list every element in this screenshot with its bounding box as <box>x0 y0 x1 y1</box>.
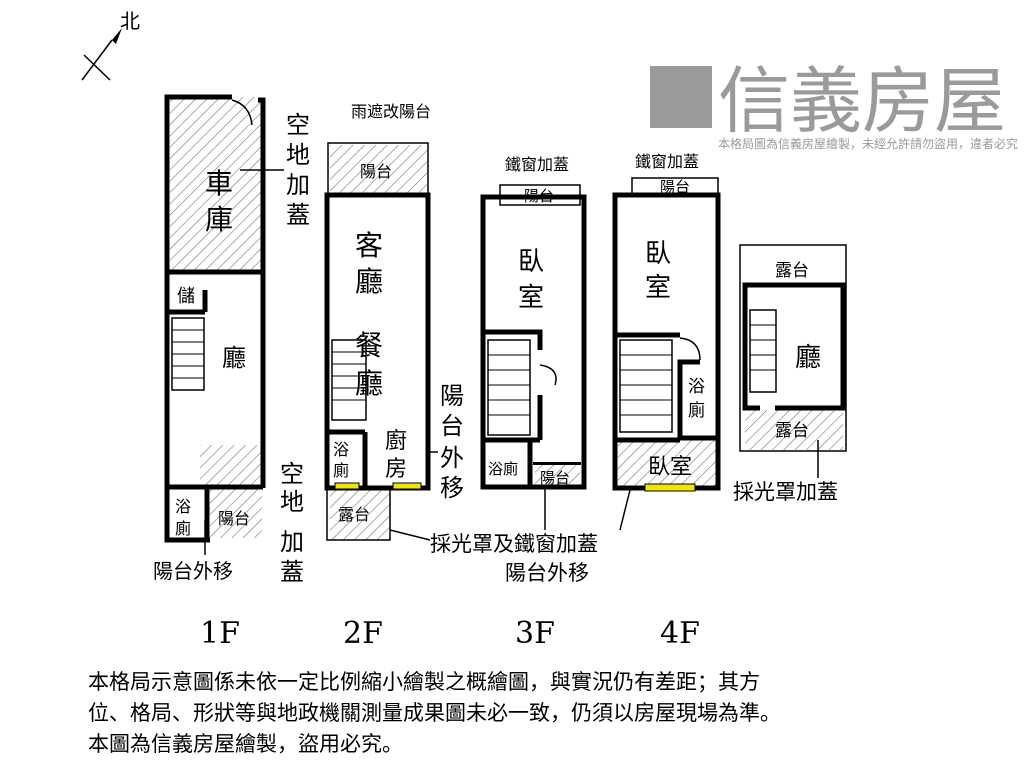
callouts: 採光罩及鐵窗加蓋 陽台外移 <box>389 488 631 585</box>
watermark-notice: 本格局圖為信義房屋繪製，未經允許請勿盜用，違者必究 <box>718 136 1018 151</box>
floor-roof: 露台 廳 露台 採光罩加蓋 <box>733 244 847 504</box>
annex-bottom-label: 空 地 加 蓋 <box>280 460 304 586</box>
floor-4f: 鐵窗加蓋 陽台 臥 室 浴 廁 臥室 4F <box>612 152 721 651</box>
svg-text:蓋: 蓋 <box>286 201 310 229</box>
label-bedroom2-4f: 臥室 <box>648 455 692 480</box>
svg-text:加: 加 <box>286 171 310 199</box>
disclaimer-line-3: 本圖為信義房屋繪製，盜用必究。 <box>88 732 403 756</box>
label-bath-1f-1: 浴 <box>175 497 191 516</box>
label-garage-2: 庫 <box>205 203 233 236</box>
label-bedroom-3f-1: 臥 <box>518 247 544 277</box>
label-balcony-moved: 陽台外移 <box>505 561 589 585</box>
label-balcony-bottom-3f: 陽台 <box>540 469 570 487</box>
label-kitchen-1: 廚 <box>385 429 407 454</box>
label-skylight-window: 採光罩及鐵窗加蓋 <box>430 532 598 556</box>
svg-text:地: 地 <box>286 141 310 169</box>
svg-text:移: 移 <box>440 474 464 502</box>
svg-text:外: 外 <box>440 444 464 472</box>
label-hall-roof: 廳 <box>795 343 821 373</box>
label-bedroom-4f-1: 臥 <box>645 239 671 269</box>
label-canopy-note: 雨遮改陽台 <box>351 102 431 121</box>
label-balcony-1f: 陽台 <box>218 509 250 528</box>
floor-label-3f: 3F <box>515 616 555 651</box>
label-window-note-3f: 鐵窗加蓋 <box>505 155 569 174</box>
svg-text:蓋: 蓋 <box>280 558 304 586</box>
svg-text:台: 台 <box>440 412 464 440</box>
floor-2f: 雨遮改陽台 陽台 客 廳 餐 廳 浴 廁 廚 房 露台 陽 台 外 移 2F <box>324 102 464 651</box>
label-living-2: 廳 <box>355 265 383 298</box>
floor-label-1f: 1F <box>200 616 240 651</box>
annex-top-label: 空 地 加 蓋 <box>286 111 310 229</box>
label-balcony-top-3f: 陽台 <box>524 187 554 205</box>
watermark-logo <box>650 66 712 128</box>
svg-text:加: 加 <box>280 528 304 556</box>
floor-3f: 鐵窗加蓋 陽台 臥 室 浴廁 陽台 3F <box>480 155 587 651</box>
svg-text:地: 地 <box>280 488 304 516</box>
window-2f-bath <box>334 482 360 490</box>
label-bath-2f-2: 廁 <box>333 461 349 480</box>
floor-label-2f: 2F <box>343 616 383 651</box>
disclaimer-line-1: 本格局示意圖係未依一定比例縮小繪製之概繪圖，與實況仍有差距；其方 <box>88 670 760 694</box>
label-terrace-2f: 露台 <box>338 505 370 524</box>
label-balcony-moved-1f: 陽台外移 <box>153 559 233 583</box>
balcony-moved-2f-label: 陽 台 外 移 <box>440 382 464 502</box>
watermark-brand: 信義房屋 <box>718 59 1006 143</box>
label-storage: 儲 <box>177 286 195 307</box>
label-dining-2: 廳 <box>355 367 383 400</box>
label-bath-1f-2: 廁 <box>175 519 191 538</box>
label-balcony-top-4f: 陽台 <box>660 178 690 196</box>
north-label: 北 <box>120 9 140 33</box>
label-living-1: 客 <box>355 229 383 262</box>
north-arrow-icon: 北 <box>81 9 140 81</box>
label-hall-1f: 廳 <box>222 344 246 372</box>
window-4f <box>644 483 696 492</box>
label-window-note-4f: 鐵窗加蓋 <box>635 152 699 171</box>
disclaimer-line-2: 位、格局、形狀等與地政機關測量成果圖未必一致，仍須以房屋現場為準。 <box>88 701 781 725</box>
label-balcony-2f: 陽台 <box>360 162 392 181</box>
floor-label-4f: 4F <box>660 616 700 651</box>
label-bedroom-4f-2: 室 <box>645 273 671 303</box>
label-kitchen-2: 房 <box>385 457 407 482</box>
label-bath-2f-1: 浴 <box>333 440 349 459</box>
label-bath-4f-2: 廁 <box>688 400 705 421</box>
svg-text:空: 空 <box>286 111 310 139</box>
label-terrace-roof-bottom: 露台 <box>775 421 809 441</box>
label-terrace-roof-top: 露台 <box>775 261 809 281</box>
floor-1f: 車 庫 儲 廳 浴 廁 陽台 空 地 加 蓋 空 地 加 蓋 陽台外移 1F <box>153 94 310 651</box>
label-bedroom-3f-2: 室 <box>518 283 544 313</box>
label-bath-4f-1: 浴 <box>688 377 705 397</box>
window-2f-kitchen <box>392 482 422 490</box>
svg-text:陽: 陽 <box>440 382 464 410</box>
label-garage-1: 車 <box>205 167 233 200</box>
svg-text:空: 空 <box>280 460 304 488</box>
label-skylight-note: 採光罩加蓋 <box>733 480 838 504</box>
watermark: 信義房屋 本格局圖為信義房屋繪製，未經允許請勿盜用，違者必究 <box>650 59 1018 151</box>
label-dining-1: 餐 <box>355 329 383 362</box>
label-bath-3f: 浴廁 <box>488 460 518 478</box>
